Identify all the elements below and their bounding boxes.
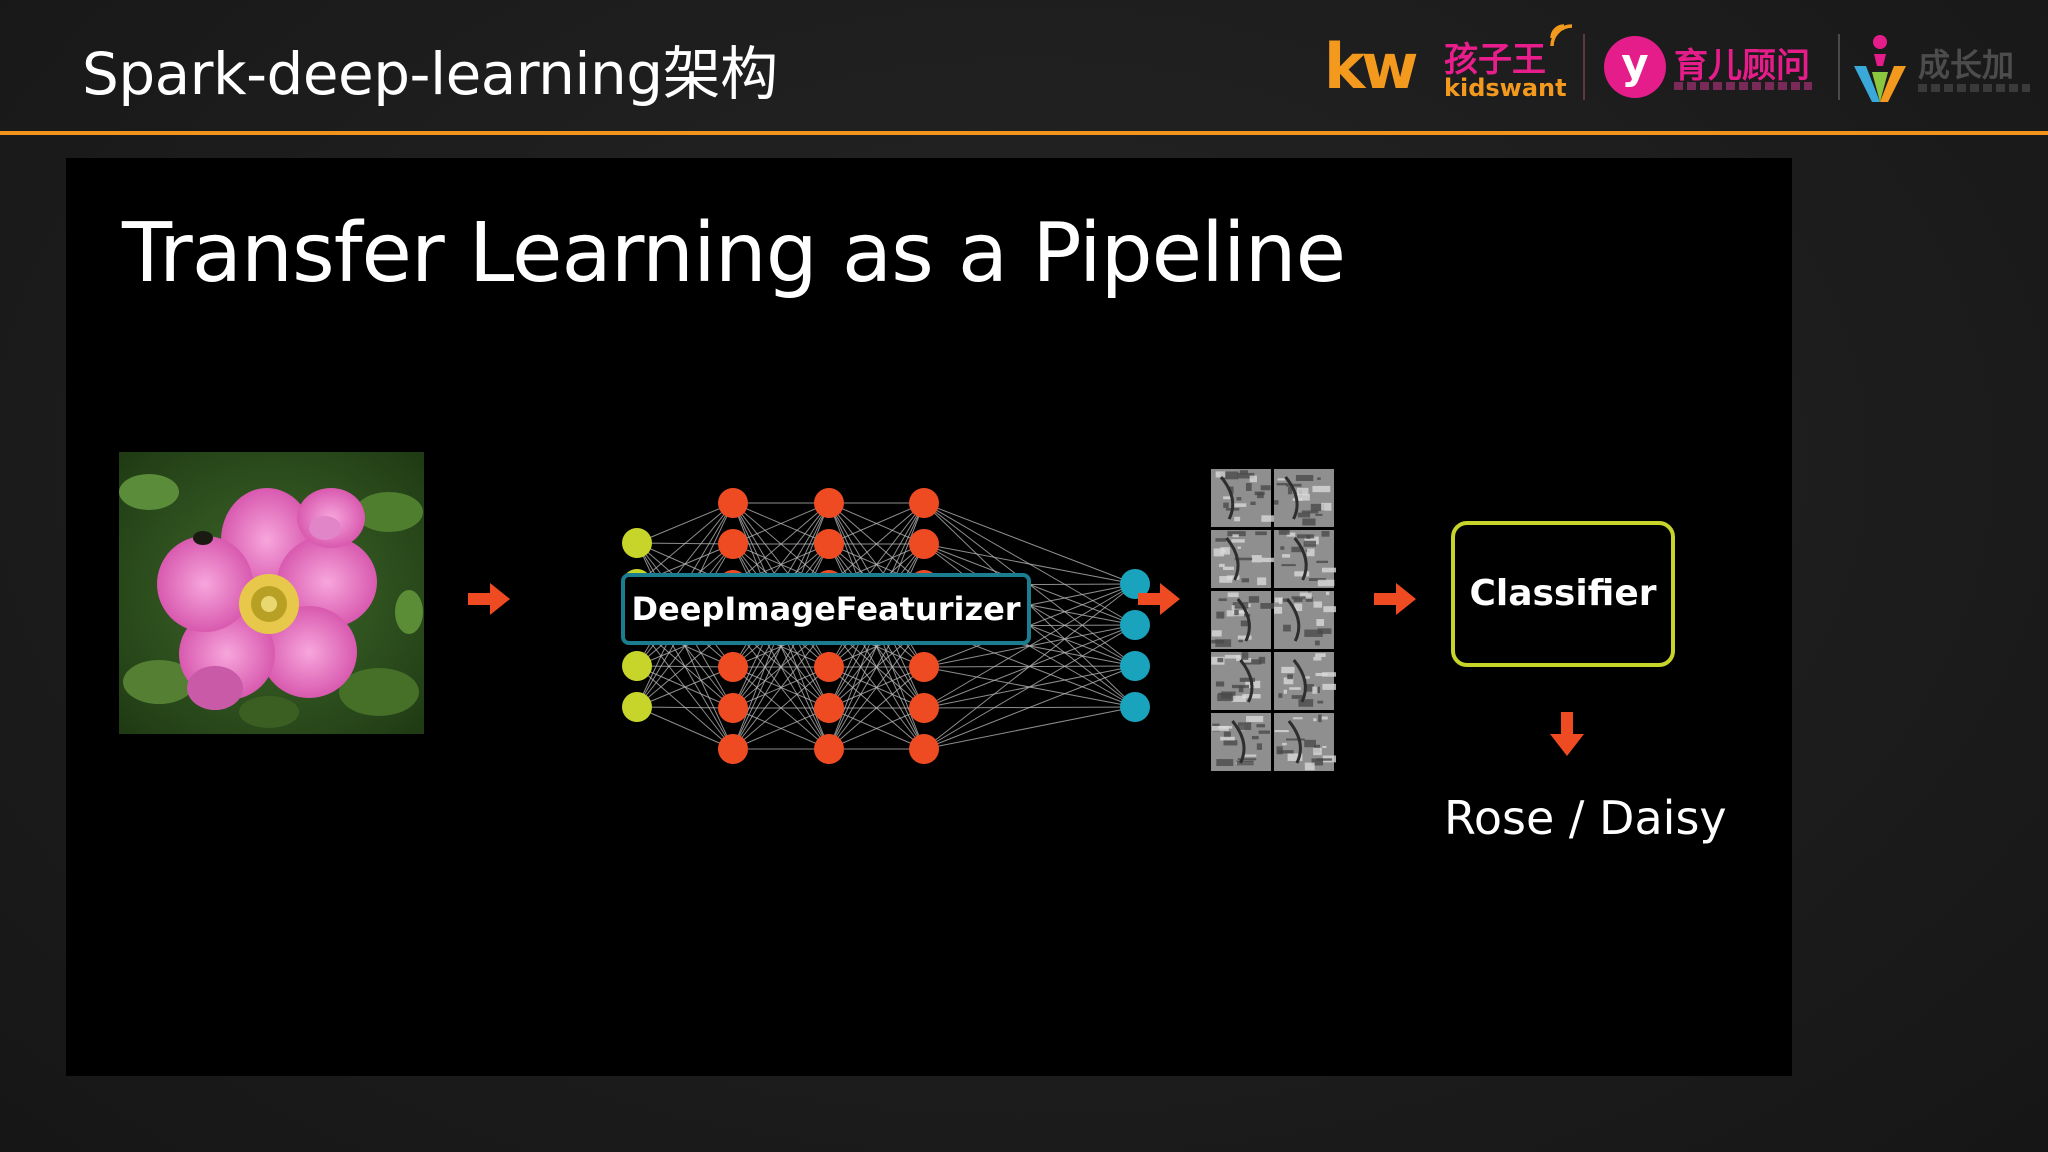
hidden-node [909, 529, 939, 559]
network-edge [923, 583, 1136, 709]
network-edge [923, 502, 1136, 585]
kidswant-logo-en: kidswant [1444, 74, 1567, 102]
network-edge [732, 707, 830, 750]
right-arrow-icon [1138, 583, 1180, 615]
kidswant-logo: kw 孩子王 kidswant [1320, 24, 1575, 108]
hidden-node [909, 734, 939, 764]
hidden-node [718, 488, 748, 518]
feature-map-tile [1211, 652, 1271, 710]
feature-map-tile [1211, 713, 1271, 771]
hidden-node [718, 734, 748, 764]
feature-map-tile [1274, 530, 1336, 588]
network-edge [732, 666, 830, 750]
network-edge [636, 502, 734, 544]
network-edge [636, 706, 734, 750]
featurizer-label-box: DeepImageFeaturizer [621, 573, 1031, 645]
network-edge [636, 666, 734, 708]
hidden-node [814, 529, 844, 559]
feature-map-tile [1274, 713, 1336, 771]
feature-map-tile [1211, 530, 1276, 588]
right-arrow-icon [468, 583, 510, 615]
feature-maps-image [1211, 469, 1336, 771]
hidden-node [909, 693, 939, 723]
yuer-logo: y 育儿顾问 [1602, 32, 1822, 104]
down-arrow-icon [1550, 712, 1584, 756]
network-edge [732, 625, 830, 750]
hidden-node [718, 529, 748, 559]
feature-map-tile [1274, 469, 1334, 527]
network-edge [828, 625, 925, 750]
network-edge [828, 666, 925, 750]
classifier-box: Classifier [1451, 521, 1675, 667]
hidden-node [814, 734, 844, 764]
output-node [1120, 569, 1150, 599]
input-node [622, 651, 652, 681]
slide-panel: Transfer Learning as a Pipeline [66, 158, 1792, 1076]
network-edge [828, 502, 925, 586]
header: Spark-deep-learning架构 kw 孩子王 kidswant y … [0, 0, 2048, 135]
network-edge [828, 502, 925, 545]
hidden-node [814, 488, 844, 518]
feature-map-tile [1211, 591, 1275, 649]
chengzhang-logo-cn: 成长加 [1918, 46, 2015, 84]
logo-divider [1838, 34, 1840, 100]
network-edge [923, 583, 1136, 750]
chengzhang-logo-tagline [1918, 84, 2030, 92]
yuer-logo-cn: 育儿顾问 [1674, 46, 1810, 86]
output-node [1120, 610, 1150, 640]
network-edge [923, 706, 1136, 750]
network-edge [732, 502, 830, 545]
classification-result: Rose / Daisy [1444, 791, 1727, 845]
input-node [622, 692, 652, 722]
output-node [1120, 692, 1150, 722]
feature-map-tile [1274, 591, 1336, 649]
yuer-logo-tagline [1674, 82, 1812, 90]
signal-icon [1550, 24, 1573, 47]
slide-title: Transfer Learning as a Pipeline [122, 206, 1346, 301]
feature-map-tile [1274, 652, 1336, 710]
hidden-node [909, 488, 939, 518]
right-arrow-icon [1374, 583, 1416, 615]
page-title: Spark-deep-learning架构 [82, 40, 778, 108]
kidswant-logo-letters: kw [1324, 30, 1418, 103]
hidden-node [909, 652, 939, 682]
network-edge [732, 502, 830, 586]
input-node [622, 528, 652, 558]
hidden-node [814, 693, 844, 723]
network-edge [828, 707, 925, 750]
network-edge [636, 502, 734, 585]
network-edge [636, 706, 734, 709]
network-edge [923, 624, 1136, 750]
output-node [1120, 651, 1150, 681]
header-divider [0, 131, 2048, 135]
kidswant-logo-cn: 孩子王 [1444, 40, 1546, 80]
flower-image [119, 452, 424, 734]
network-edge [923, 665, 1136, 750]
hidden-node [718, 652, 748, 682]
chengzhang-logo-mark [1854, 35, 1906, 102]
logo-divider [1583, 34, 1585, 100]
feature-map-tile [1211, 469, 1279, 527]
chengzhang-logo: 成长加 [1850, 30, 2040, 106]
hidden-node [718, 693, 748, 723]
network-edge [923, 543, 1136, 585]
yuer-logo-mark: y [1604, 36, 1666, 98]
hidden-node [814, 652, 844, 682]
